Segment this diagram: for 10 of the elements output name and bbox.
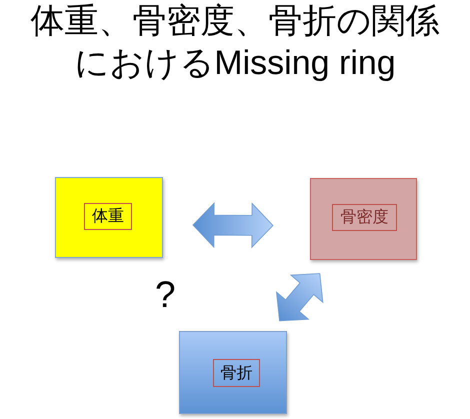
- concept-box: [179, 331, 287, 414]
- title: 体重、骨密度、骨折の関係におけるMissing ring: [30, 1, 440, 84]
- question-mark: ?: [155, 275, 176, 315]
- concept-box: [310, 178, 417, 260]
- label-box: 骨折: [213, 359, 260, 387]
- double-arrow: [192, 202, 274, 248]
- concept-box: [55, 177, 163, 258]
- label-box: 骨密度: [332, 204, 397, 231]
- label-box: 体重: [84, 203, 132, 230]
- double-arrow: [276, 273, 324, 322]
